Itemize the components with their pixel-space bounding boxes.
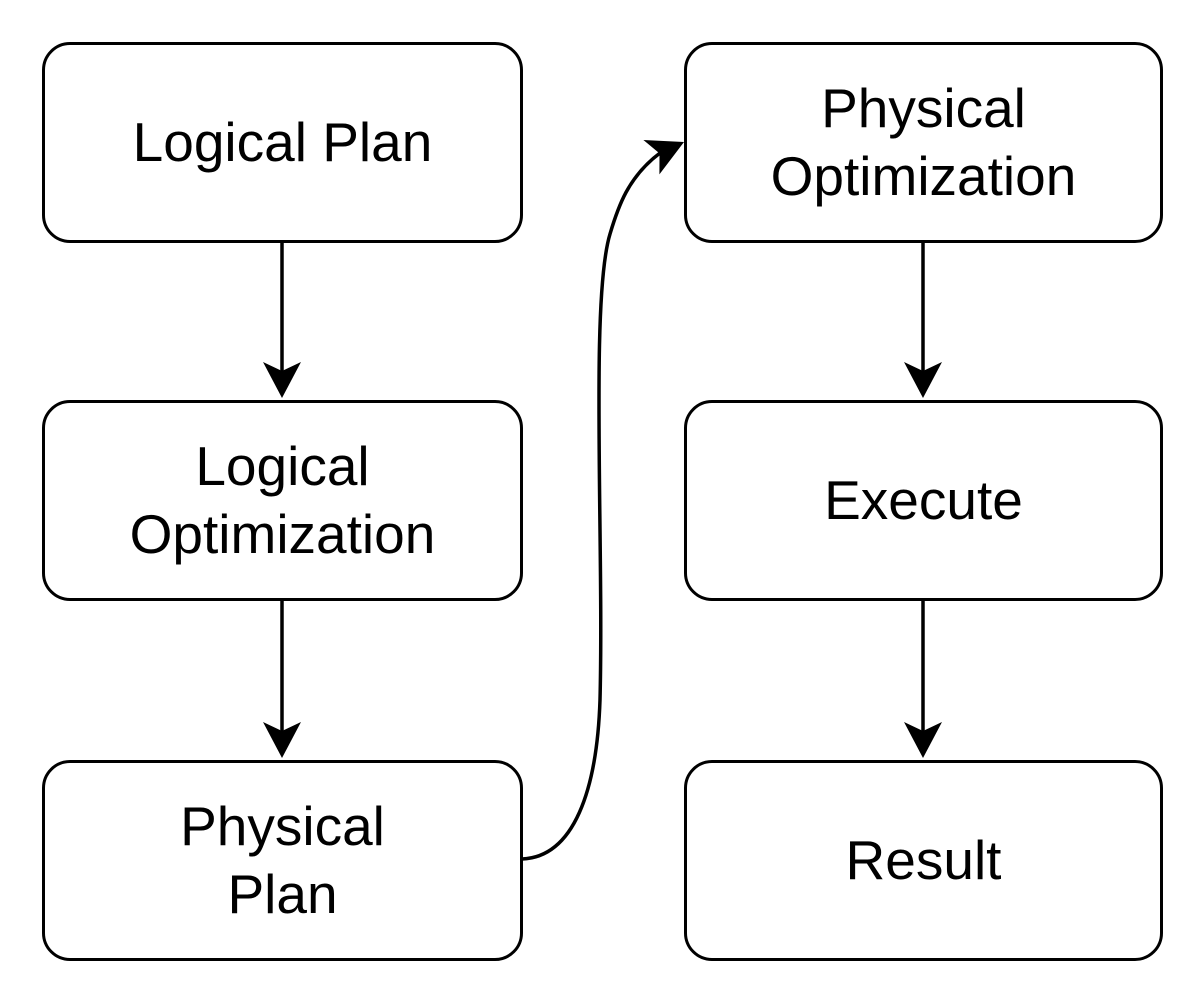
edge-physical-plan-to-physical-optimization	[521, 140, 684, 861]
node-result: Result	[684, 760, 1163, 961]
node-label: Execute	[824, 468, 1023, 531]
node-physical-plan: Physical Plan	[42, 760, 523, 961]
node-logical-plan: Logical Plan	[42, 42, 523, 243]
node-execute: Execute	[684, 400, 1163, 601]
arrowhead-down-icon	[263, 362, 301, 398]
node-label: Logical Optimization	[129, 435, 436, 565]
edge-execute-to-result	[904, 601, 942, 758]
node-label: Result	[845, 828, 1002, 891]
node-label: Physical Plan	[180, 795, 385, 925]
node-logical-optimization: Logical Optimization	[42, 400, 523, 601]
node-label: Physical Optimization	[770, 77, 1077, 207]
node-physical-optimization: Physical Optimization	[684, 42, 1163, 243]
edge-physical-optimization-to-execute	[904, 242, 942, 398]
edge-logical-plan-to-logical-optimization	[263, 242, 301, 398]
edge-curve	[521, 151, 662, 861]
edge-logical-optimization-to-physical-plan	[263, 601, 301, 758]
arrowhead-down-icon	[904, 722, 942, 758]
node-label: Logical Plan	[132, 110, 433, 173]
arrowhead-right-icon	[643, 140, 684, 175]
arrowhead-down-icon	[904, 362, 942, 398]
arrowhead-down-icon	[263, 722, 301, 758]
